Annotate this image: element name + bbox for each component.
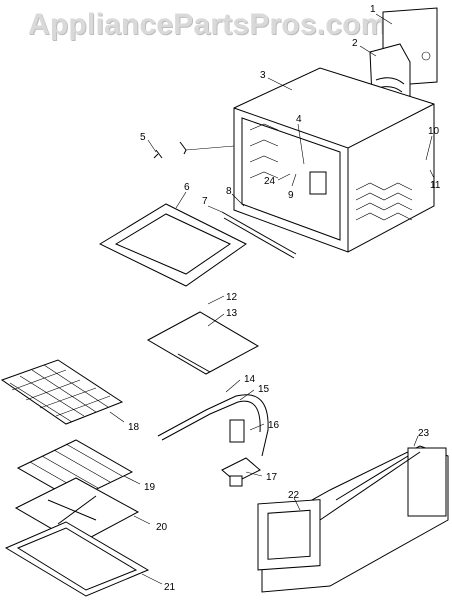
- part-14-16-element[interactable]: [157, 394, 269, 457]
- callout-15: 15: [258, 384, 270, 395]
- leader-lines: [109, 13, 435, 585]
- watermark-logo: AppliancePartsPros.com: [28, 8, 388, 41]
- callout-2: 2: [352, 38, 358, 49]
- callout-9: 9: [288, 190, 294, 201]
- part-22-23-vent-duct[interactable]: [257, 445, 449, 593]
- part-13-baffle[interactable]: [146, 311, 260, 375]
- callout-1: 1: [370, 4, 376, 15]
- part-17-switch[interactable]: [221, 457, 261, 487]
- callout-8: 8: [226, 186, 232, 197]
- part-7-rod[interactable]: [221, 211, 297, 259]
- callout-labels: 1 2 3 4 5 6 7 8 9 10 11 12 13 14 15 16 1…: [128, 4, 441, 593]
- callout-24: 24: [264, 176, 276, 187]
- callout-16: 16: [268, 420, 280, 431]
- callout-11: 11: [430, 180, 441, 191]
- callout-21: 21: [164, 582, 176, 593]
- callout-6: 6: [184, 182, 190, 193]
- part-21-gasket[interactable]: [4, 521, 150, 597]
- part-5-clip[interactable]: [153, 141, 235, 159]
- callout-12: 12: [226, 292, 238, 303]
- callout-3: 3: [260, 70, 266, 81]
- callout-17: 17: [266, 472, 278, 483]
- callout-14: 14: [244, 374, 256, 385]
- callout-5: 5: [140, 132, 146, 143]
- callout-23: 23: [418, 428, 430, 439]
- callout-13: 13: [226, 308, 238, 319]
- callout-22: 22: [288, 490, 300, 501]
- callout-19: 19: [144, 482, 156, 493]
- callout-4: 4: [296, 114, 302, 125]
- part-18-rack[interactable]: [0, 359, 124, 425]
- part-6-door-frame[interactable]: [98, 203, 247, 287]
- callout-20: 20: [156, 522, 168, 533]
- callout-18: 18: [128, 422, 140, 433]
- part-3-oven-cavity[interactable]: [233, 67, 435, 253]
- callout-7: 7: [202, 196, 208, 207]
- callout-10: 10: [428, 126, 440, 137]
